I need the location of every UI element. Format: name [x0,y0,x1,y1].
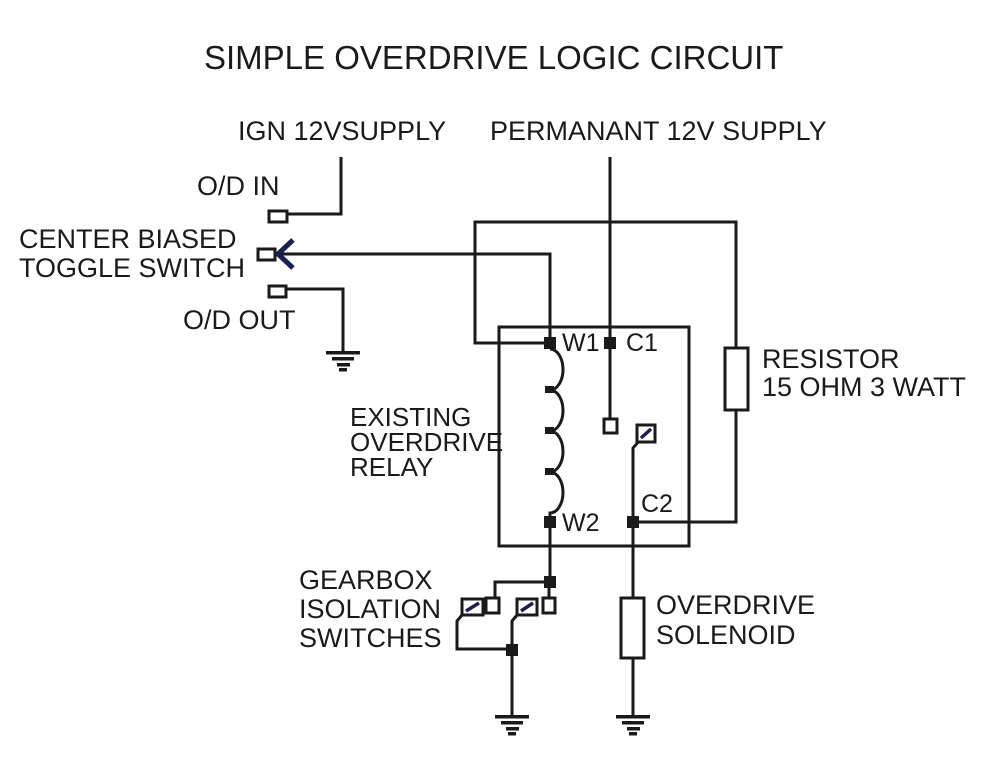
gearbox-switch-2-fixed-contact [541,596,557,615]
terminal-w2 [544,516,556,528]
switch1-down-wire [455,614,507,651]
terminal-c1 [604,337,616,349]
label-overdrive-solenoid: OVERDRIVE SOLENOID [656,590,816,650]
label-resistor: RESISTOR 15 OHM 3 WATT [762,344,967,402]
label-toggle-switch: CENTER BIASED TOGGLE SWITCH [19,224,246,283]
relay-coil [545,347,565,517]
main-loop-wire [473,220,738,348]
label-ign-supply: IGN 12VSUPPLY [238,116,447,146]
ign-supply-wire [287,157,343,216]
relay-terminals [544,337,639,528]
od-out-ground-wire [286,287,345,351]
solenoid-symbol [619,596,646,660]
toggle-contact-odin [267,209,289,224]
toggle-contact-common [256,247,277,262]
terminal-label-w2: W2 [562,509,600,537]
label-od-in: O/D IN [197,171,280,201]
toggle-lever-arrow-icon [274,238,295,270]
gearbox-switch-1 [460,596,501,617]
ground-symbol-toggle [326,351,360,372]
relay-contact-wire [631,440,641,516]
terminal-w1 [544,337,556,349]
switch2-down-wire [510,614,519,649]
ground-symbol-solenoid [616,715,650,736]
label-permanent-supply: PERMANANT 12V SUPPLY [490,116,827,146]
toggle-common-wire [281,252,552,337]
terminal-label-c2: C2 [641,490,673,518]
terminal-label-w1: W1 [562,329,600,357]
relay-fixed-contact [602,417,619,435]
label-od-out: O/D OUT [183,305,296,335]
switch-left-branch-wire [493,580,545,598]
label-existing-relay: EXISTING OVERDRIVE RELAY [350,402,504,482]
resistor-symbol [723,346,750,412]
gearbox-switch-2 [515,596,557,617]
label-gearbox-switches: GEARBOX ISOLATION SWITCHES [299,565,442,653]
ground-symbol-gearbox [495,715,529,736]
gearbox-switch-1-fixed-contact [484,596,501,615]
toggle-contact-odout [267,284,288,299]
toggle-switch-symbol [256,209,295,299]
resistor-to-c2-wire [639,410,738,524]
relay-switch-symbol [602,417,657,444]
terminal-c2 [627,516,639,528]
relay-box [497,325,691,548]
terminal-label-c1: C1 [626,329,658,357]
junction-w2-split [544,576,556,588]
page-title: SIMPLE OVERDRIVE LOGIC CIRCUIT [204,39,784,76]
junction-gearbox-common [506,644,518,656]
